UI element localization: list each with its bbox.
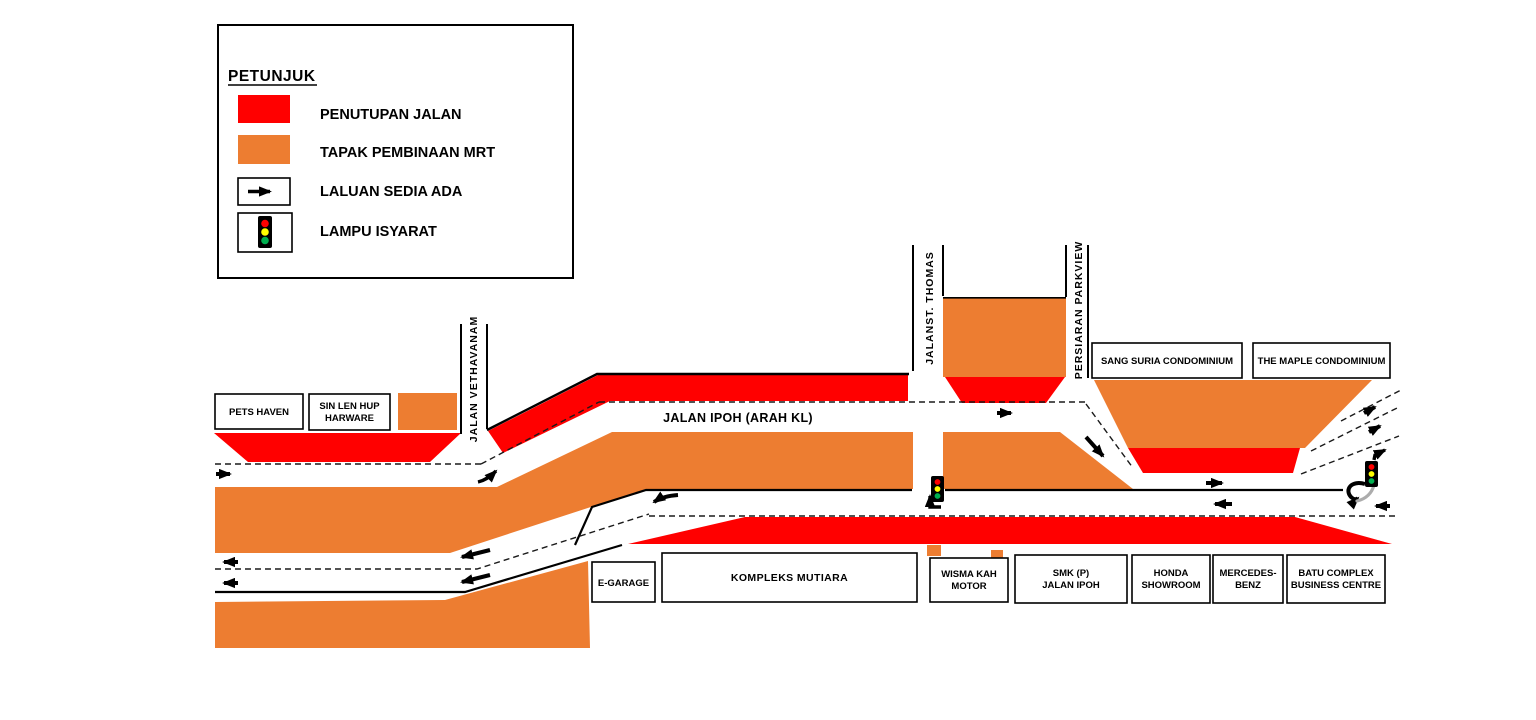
road-closure-areas [214, 375, 1392, 544]
buildings-north: PETS HAVEN SIN LEN HUP HARWARE SANG SURI… [214, 342, 1391, 431]
flow-arrow-parkview-merge [1084, 435, 1105, 458]
mrt-site-marker-1 [927, 545, 941, 556]
legend-item-label: PENUTUPAN JALAN [320, 107, 462, 123]
lane-dashed-exit-3 [1300, 435, 1400, 475]
building-label: MERCEDES- [1219, 568, 1276, 579]
flow-arrow-exit-lane-3 [1372, 448, 1387, 461]
lane-dividers [215, 389, 1402, 570]
flow-arrow-turn-st-thomas [924, 494, 941, 509]
building-label: BATU COMPLEX [1298, 568, 1374, 579]
buildings-south: E-GARAGE KOMPLEKS MUTIARA WISMA KAH MOTO… [591, 552, 1386, 604]
closure-jalan-ipoh-north [488, 375, 908, 453]
road-labels: JALAN IPOH (ARAH KL) JALAN VETHAVANAM JA… [468, 241, 1085, 443]
mrt-site-median-east [943, 432, 1133, 489]
closure-condo-frontage [1128, 448, 1300, 473]
mrt-site-marker-2 [991, 550, 1003, 561]
closure-jalan-ipoh-south [628, 517, 1392, 544]
legend-title: PETUNJUK [228, 68, 316, 85]
turn-pocket-curve [1355, 483, 1376, 503]
building-label: SHOWROOM [1141, 580, 1200, 591]
closure-st-thomas-mouth [945, 377, 1065, 403]
building-label: KOMPLEKS MUTIARA [731, 572, 848, 584]
building-mercedes-benz [1212, 554, 1284, 604]
traffic-light-red-lamp [1368, 464, 1375, 470]
traffic-light-yellow-lamp [934, 486, 941, 492]
u-turn-arrow [1346, 481, 1366, 510]
traffic-light-st-thomas [931, 476, 944, 502]
traffic-flow-arrows [216, 405, 1390, 589]
traffic-light-yellow-lamp [1368, 471, 1375, 477]
lane-dashed-west-diagonal [480, 401, 600, 465]
building-label: THE MAPLE CONDOMINIUM [1258, 356, 1386, 367]
building-maple-condo [1252, 342, 1391, 379]
traffic-light-green-lamp [934, 493, 941, 499]
building-sang-suria [1091, 342, 1243, 379]
flow-arrow-vethavanam-bend [477, 469, 498, 484]
flow-arrow-contraflow-diag-1 [460, 548, 491, 560]
building-label: SANG SURIA CONDOMINIUM [1101, 356, 1233, 367]
road-edges [215, 245, 1343, 594]
flow-arrow-westbound-curve [652, 491, 679, 504]
building-label: HARWARE [325, 413, 374, 424]
mrt-site-median-west [215, 432, 913, 553]
lane-dashed-parkview-merge [1085, 403, 1134, 469]
flow-arrow-exit-lane-2 [1367, 424, 1382, 436]
building-sin-len-hup [308, 393, 391, 431]
road-label-jalan-ipoh: JALAN IPOH (ARAH KL) [663, 411, 813, 425]
legend: PETUNJUK PENUTUPAN JALAN TAPAK PEMBINAAN… [217, 24, 574, 279]
mrt-site-st-thomas-block [943, 297, 1066, 377]
building-label: PETS HAVEN [229, 407, 289, 418]
building-label: MOTOR [951, 581, 986, 592]
building-batu-complex [1286, 554, 1386, 604]
traffic-light-green-lamp [1368, 478, 1375, 484]
traffic-light-east-junction [1355, 461, 1378, 503]
road-edge-south-west [573, 488, 912, 546]
building-kompleks-mutiara [661, 552, 918, 603]
road-label-vethavanam: JALAN VETHAVANAM [468, 316, 480, 442]
road-label-parkview: PERSIARAN PARKVIEW [1073, 241, 1085, 380]
lane-dashed-exit-2 [1310, 406, 1400, 452]
legend-item-label: LAMPU ISYARAT [320, 224, 437, 240]
building-pets-haven [214, 393, 304, 430]
building-label: SIN LEN HUP [319, 401, 380, 412]
lane-dashed-contraflow [215, 513, 650, 570]
contraflow-south-edge [215, 543, 623, 594]
mrt-site-southwest-band [215, 561, 590, 648]
road-closure-swatch [238, 95, 290, 123]
mrt-construction-areas [215, 297, 1372, 648]
mrt-site-small-lot [398, 393, 457, 430]
road-edge-north [486, 372, 909, 432]
building-label: HONDA [1154, 568, 1189, 579]
traffic-light-red-lamp [934, 479, 941, 485]
building-label: BUSINESS CENTRE [1291, 580, 1381, 591]
mrt-site-swatch [238, 135, 290, 164]
mrt-site-condo-frontage [1094, 380, 1372, 448]
building-label: BENZ [1235, 580, 1261, 591]
building-smk-jalan-ipoh [1014, 554, 1128, 604]
closure-west-frontage [214, 433, 461, 462]
building-label: JALAN IPOH [1042, 580, 1100, 591]
building-label: WISMA KAH [941, 569, 997, 580]
flow-arrow-contraflow-diag-2 [460, 573, 491, 585]
building-label: SMK (P) [1053, 568, 1089, 579]
traffic-light-icon [258, 216, 272, 248]
legend-item-label: TAPAK PEMBINAAN MRT [320, 145, 495, 161]
building-label: E-GARAGE [598, 578, 649, 589]
lane-dashed-exit-1 [1340, 389, 1402, 422]
building-wisma-kah-motor [929, 557, 1009, 603]
building-honda-showroom [1131, 554, 1211, 604]
road-label-st-thomas: JALANST. THOMAS [924, 251, 936, 365]
flow-arrow-exit-lane-1 [1362, 405, 1377, 417]
legend-item-label: LALUAN SEDIA ADA [320, 184, 463, 200]
building-e-garage [591, 561, 656, 603]
